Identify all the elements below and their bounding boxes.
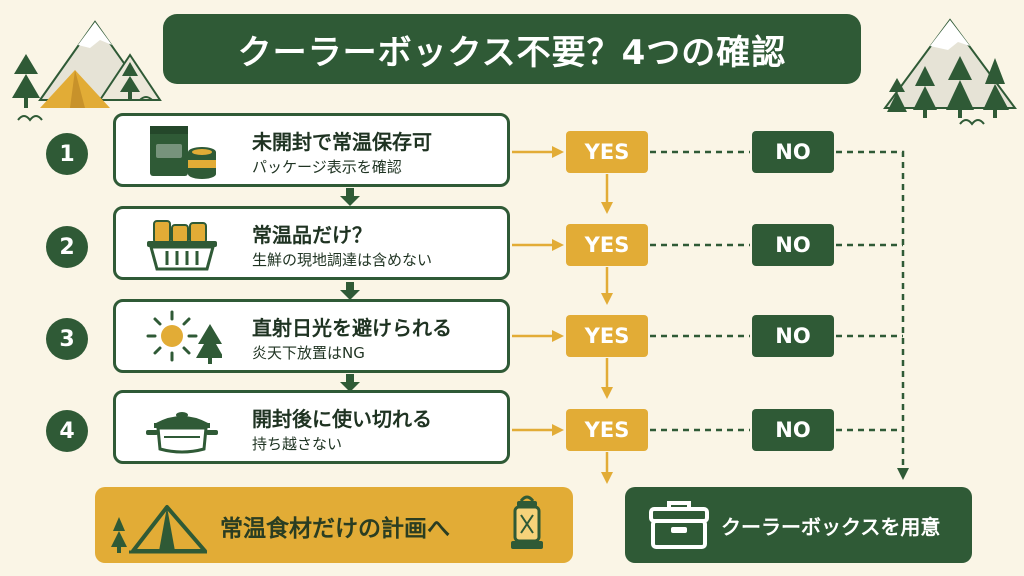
result-ambient-food-plan: 常温食材だけの計画へ — [95, 487, 573, 563]
step-card-4: 開封後に使い切れる 持ち越さない — [113, 390, 510, 464]
right-mountain-scene-icon — [883, 18, 1017, 126]
lantern-icon — [511, 495, 543, 549]
no-badge-2: NO — [752, 224, 834, 266]
no-to-result-dashed-lines — [836, 150, 905, 468]
step-4-title: 開封後に使い切れる — [252, 407, 432, 431]
yes-badge-1: YES — [566, 131, 648, 173]
step-2-note: 生鮮の現地調達は含めない — [252, 251, 433, 269]
card-connector-arrows — [340, 188, 360, 392]
step-2-title: 常温品だけ？ — [252, 223, 372, 247]
step-number-3: 3 — [46, 318, 88, 360]
basket-icon — [147, 220, 217, 271]
step-number-4: 4 — [46, 410, 88, 452]
canned-food-icon — [150, 126, 216, 179]
step-3-title: 直射日光を避けられる — [252, 316, 452, 340]
step-number-2: 2 — [46, 226, 88, 268]
step-card-2: 常温品だけ？ 生鮮の現地調達は含めない — [113, 206, 510, 280]
step-3-note: 炎天下放置はNG — [252, 344, 365, 362]
result-no-label: クーラーボックスを用意 — [721, 515, 941, 539]
step-1-note: パッケージ表示を確認 — [252, 158, 402, 176]
result-yes-label: 常温食材だけの計画へ — [220, 516, 450, 542]
step-4-note: 持ち越さない — [252, 435, 343, 453]
step-1-title: 未開封で常温保存可 — [252, 130, 432, 154]
yes-down-arrows — [601, 174, 613, 484]
cooler-box-icon — [649, 501, 709, 549]
no-badge-4: NO — [752, 409, 834, 451]
result-prepare-cooler: クーラーボックスを用意 — [625, 487, 972, 563]
sun-tree-icon — [146, 310, 222, 364]
page-title: クーラーボックス不要？4つの確認 — [163, 14, 861, 84]
no-result-arrowhead — [897, 468, 909, 480]
tent-trees-icon — [111, 505, 207, 554]
no-badge-3: NO — [752, 315, 834, 357]
yes-badge-2: YES — [566, 224, 648, 266]
left-mountain-scene-icon — [12, 20, 162, 122]
step-card-3: 直射日光を避けられる 炎天下放置はNG — [113, 299, 510, 373]
step-number-1: 1 — [46, 133, 88, 175]
step-card-1: 未開封で常温保存可 パッケージ表示を確認 — [113, 113, 510, 187]
yes-to-no-dashed-lines — [650, 150, 750, 432]
card-to-yes-arrows — [512, 146, 564, 436]
yes-badge-3: YES — [566, 315, 648, 357]
no-badge-1: NO — [752, 131, 834, 173]
pot-icon — [146, 412, 218, 454]
yes-badge-4: YES — [566, 409, 648, 451]
